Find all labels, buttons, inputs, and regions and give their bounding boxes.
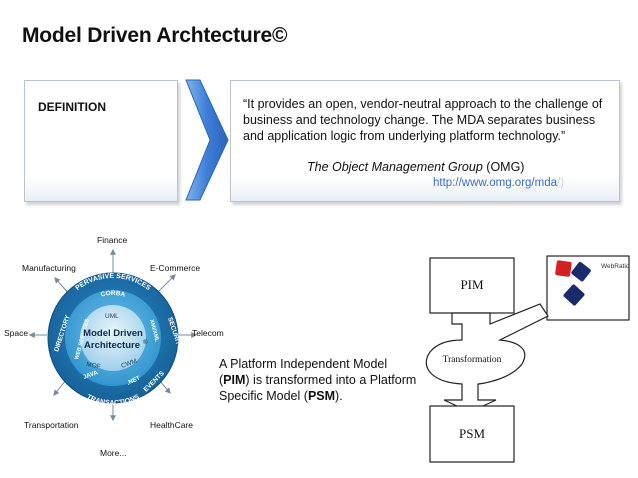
middle-ring-label-xmi: XMI/XML bbox=[148, 319, 160, 343]
inner-ring-label-uml: UML bbox=[105, 313, 119, 320]
spoke-label-manufacturing: Manufacturing bbox=[22, 263, 76, 273]
psm-label: PSM bbox=[459, 426, 485, 441]
definition-label: DEFINITION bbox=[38, 100, 106, 114]
omg-link[interactable]: http://www.omg.org/mda/) bbox=[433, 177, 564, 189]
desc-pim: PIM bbox=[223, 373, 246, 387]
omg-link-text[interactable]: http://www.omg.org/mda bbox=[433, 177, 557, 189]
desc-psm: PSM bbox=[307, 389, 336, 403]
desc-text-c: ). bbox=[335, 389, 343, 403]
inner-ring bbox=[80, 305, 146, 371]
psm-box bbox=[429, 405, 515, 463]
source-abbrev: (OMG) bbox=[486, 160, 525, 174]
middle-ring-label-java: JAVA bbox=[83, 370, 100, 381]
mda-center-mark: ® bbox=[143, 339, 148, 346]
spoke-label-healthcare: HealthCare bbox=[150, 420, 193, 430]
desc-text-a: A Platform Independent Model ( bbox=[219, 357, 388, 387]
omg-link-tail: /) bbox=[557, 177, 565, 189]
mda-center-line1: Model Driven bbox=[83, 328, 143, 339]
definition-label-box bbox=[24, 80, 178, 202]
spoke-label-telecom: Telecom bbox=[192, 328, 224, 338]
spoke-label-space: Space bbox=[4, 328, 28, 338]
source-name: The Object Management Group bbox=[307, 160, 483, 174]
transformation-description: A Platform Independent Model (PIM) is tr… bbox=[219, 356, 419, 404]
inner-ring-label-mof: MOF bbox=[86, 361, 101, 370]
webratio-logo-icon bbox=[555, 260, 591, 306]
middle-ring-text-top: CORBA bbox=[100, 290, 126, 299]
middle-ring-label-corba: CORBA bbox=[100, 290, 126, 299]
slide-title: Model Driven Archtecture© bbox=[22, 24, 288, 47]
middle-ring-label-net: .NET bbox=[126, 375, 141, 386]
spoke-label-ecommerce: E-Commerce bbox=[150, 263, 200, 273]
mda-center-line2: Architecture bbox=[84, 340, 140, 351]
pim-label: PIM bbox=[460, 277, 484, 292]
definition-quote-box bbox=[230, 80, 620, 202]
transformation-label: Transformation bbox=[443, 354, 502, 365]
spoke-label-more: More... bbox=[100, 448, 126, 458]
definition-quote: “It provides an open, vendor-neutral app… bbox=[243, 97, 603, 143]
spoke-label-transportation: Transportation bbox=[24, 420, 79, 430]
webratio-logo-text: WebRatio bbox=[601, 263, 630, 270]
spoke-label-finance: Finance bbox=[97, 235, 128, 245]
pim-box bbox=[429, 257, 515, 314]
desc-text-b: ) is transformed into a Platform Specifi… bbox=[219, 373, 417, 403]
quote-source: The Object Management Group (OMG) bbox=[307, 160, 524, 174]
